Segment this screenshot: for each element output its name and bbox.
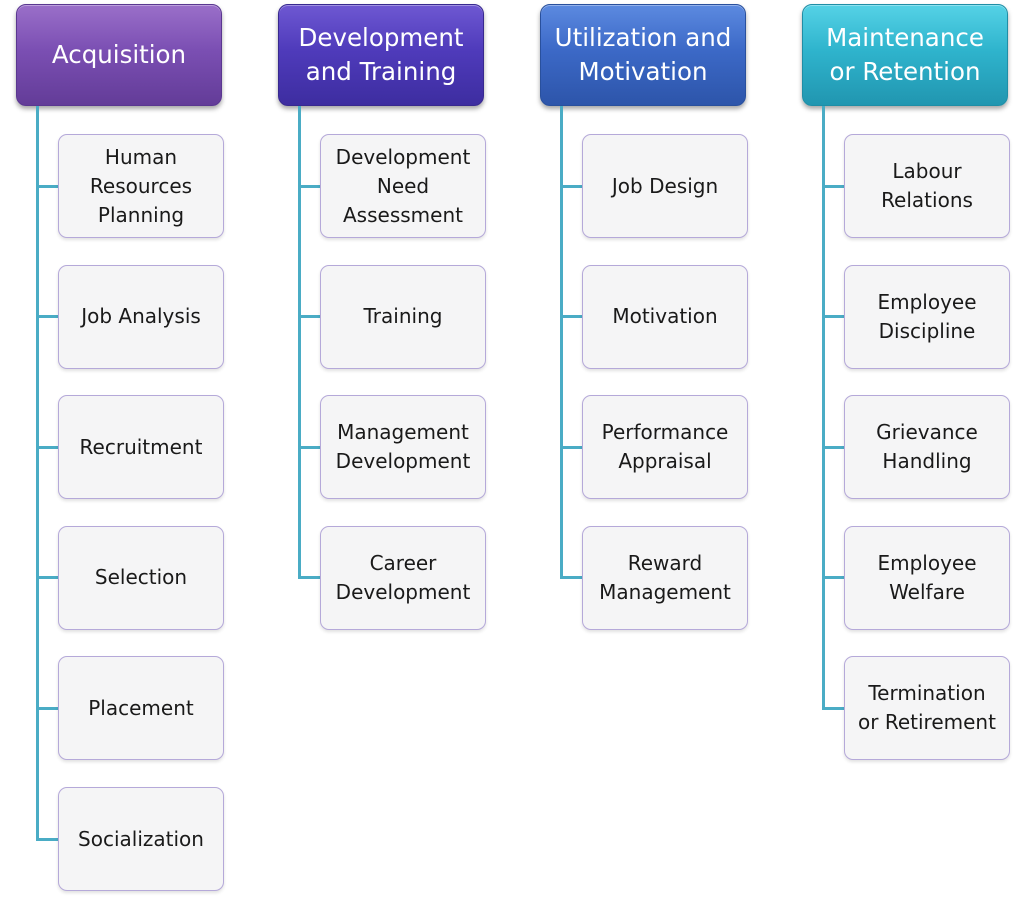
- connector-branch: [560, 576, 583, 580]
- item-employee-discipline: Employee Discipline: [844, 264, 1010, 369]
- connector-branch: [298, 184, 321, 188]
- item-termination-or-retirement: Termination or Retirement: [844, 656, 1010, 761]
- connector-branch: [36, 837, 59, 841]
- connector-branch: [822, 184, 845, 188]
- connector-branch: [560, 315, 583, 319]
- column-maintenance-or-retention: Maintenance or Retention Labour Relation…: [786, 0, 1024, 901]
- connector-branch: [36, 445, 59, 449]
- item-human-resources-planning: Human Resources Planning: [58, 134, 224, 238]
- column-header-utilization-and-motivation: Utilization and Motivation: [540, 4, 746, 106]
- connector-branch: [298, 445, 321, 449]
- connector-trunk: [560, 106, 563, 580]
- column-acquisition: Acquisition Human Resources Planning Job…: [0, 0, 240, 901]
- item-career-development: Career Development: [320, 525, 486, 630]
- connector-branch: [298, 315, 321, 319]
- connector-branch: [822, 576, 845, 580]
- item-grievance-handling: Grievance Handling: [844, 395, 1010, 500]
- column-utilization-and-motivation: Utilization and Motivation Job Design Mo…: [524, 0, 764, 901]
- connector-branch: [36, 315, 59, 319]
- item-placement: Placement: [58, 656, 224, 761]
- item-selection: Selection: [58, 525, 224, 630]
- connector-branch: [560, 184, 583, 188]
- item-reward-management: Reward Management: [582, 525, 748, 630]
- item-job-design: Job Design: [582, 134, 748, 238]
- column-development-and-training: Development and Training Development Nee…: [262, 0, 502, 901]
- item-job-analysis: Job Analysis: [58, 264, 224, 369]
- item-motivation: Motivation: [582, 264, 748, 369]
- item-labour-relations: Labour Relations: [844, 134, 1010, 238]
- item-performance-appraisal: Performance Appraisal: [582, 395, 748, 500]
- connector-branch: [36, 576, 59, 580]
- item-management-development: Management Development: [320, 395, 486, 500]
- item-training: Training: [320, 264, 486, 369]
- connector-branch: [822, 445, 845, 449]
- connector-trunk: [36, 106, 39, 841]
- column-header-development-and-training: Development and Training: [278, 4, 484, 106]
- item-recruitment: Recruitment: [58, 395, 224, 500]
- connector-branch: [36, 184, 59, 188]
- connector-branch: [560, 445, 583, 449]
- item-socialization: Socialization: [58, 787, 224, 891]
- connector-branch: [298, 576, 321, 580]
- item-development-need-assessment: Development Need Assessment: [320, 134, 486, 238]
- connector-branch: [822, 706, 845, 710]
- connector-branch: [36, 706, 59, 710]
- column-header-maintenance-or-retention: Maintenance or Retention: [802, 4, 1008, 106]
- connector-branch: [822, 315, 845, 319]
- connector-trunk: [298, 106, 301, 580]
- column-header-acquisition: Acquisition: [16, 4, 222, 106]
- item-employee-welfare: Employee Welfare: [844, 525, 1010, 630]
- connector-trunk: [822, 106, 825, 710]
